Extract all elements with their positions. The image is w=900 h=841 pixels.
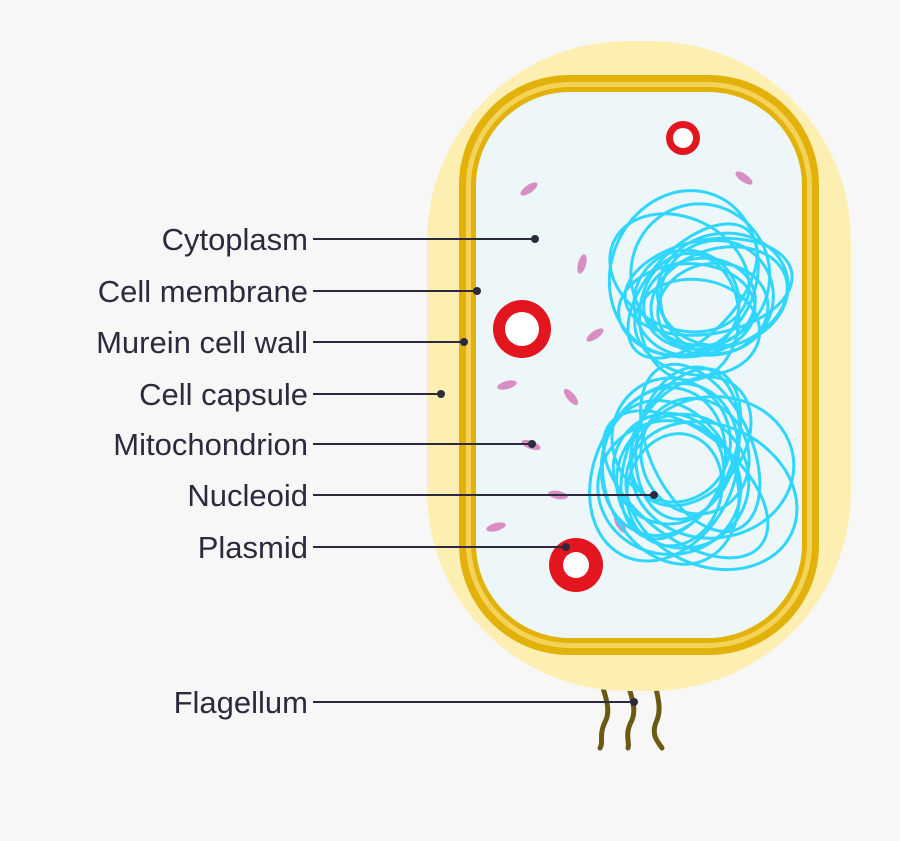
- nucleoid-loop: [639, 396, 751, 516]
- mitochondrion: [735, 171, 753, 185]
- plasmids: [493, 121, 700, 592]
- nucleoid-loop: [639, 362, 762, 534]
- mitochondrion: [577, 254, 587, 274]
- plasmid: [666, 121, 700, 155]
- mitochondrion: [486, 522, 506, 532]
- pointer-dot-mitochondrion: [528, 440, 536, 448]
- label-flagellum: Flagellum: [174, 685, 308, 720]
- label-mitochondrion: Mitochondrion: [113, 427, 308, 462]
- label-cytoplasm: Cytoplasm: [162, 222, 308, 257]
- pointer-dot-flagellum: [630, 698, 638, 706]
- pointer-dot-murein-cell-wall: [460, 338, 468, 346]
- nucleoid-loop: [625, 432, 724, 548]
- plasmid: [493, 300, 551, 358]
- nucleoid-loop: [608, 212, 751, 334]
- plasmid: [549, 538, 603, 592]
- pointer-dot-cell-capsule: [437, 390, 445, 398]
- label-murein-cell-wall: Murein cell wall: [96, 325, 308, 360]
- nucleoid-loop: [632, 248, 741, 357]
- mitochondrion: [586, 328, 604, 342]
- nucleoid-loop: [611, 411, 726, 526]
- nucleoid-loop: [617, 262, 757, 359]
- cytoplasm-area: [476, 92, 802, 638]
- nucleoid-loop: [619, 367, 743, 541]
- nucleoid-loop: [607, 189, 760, 357]
- leader-lines: [313, 235, 658, 706]
- pointer-dot-cytoplasm: [531, 235, 539, 243]
- label-cell-capsule: Cell capsule: [139, 377, 308, 412]
- label-cell-membrane: Cell membrane: [98, 274, 308, 309]
- nucleoid: [588, 189, 799, 572]
- nucleoid-loop: [658, 238, 775, 356]
- mitochondrion: [520, 182, 538, 196]
- labels: Cytoplasm Cell membrane Murein cell wall…: [96, 222, 308, 720]
- label-plasmid: Plasmid: [198, 530, 308, 565]
- label-nucleoid: Nucleoid: [187, 478, 308, 513]
- mitochondrion: [497, 380, 517, 390]
- pointer-dot-plasmid: [562, 543, 570, 551]
- nucleoid-loop: [626, 222, 759, 360]
- nucleoid-loop: [655, 231, 790, 348]
- mitochondrion: [563, 388, 579, 406]
- nucleoid-loop: [601, 409, 770, 560]
- pointer-dot-cell-membrane: [473, 287, 481, 295]
- pointer-dot-nucleoid: [650, 491, 658, 499]
